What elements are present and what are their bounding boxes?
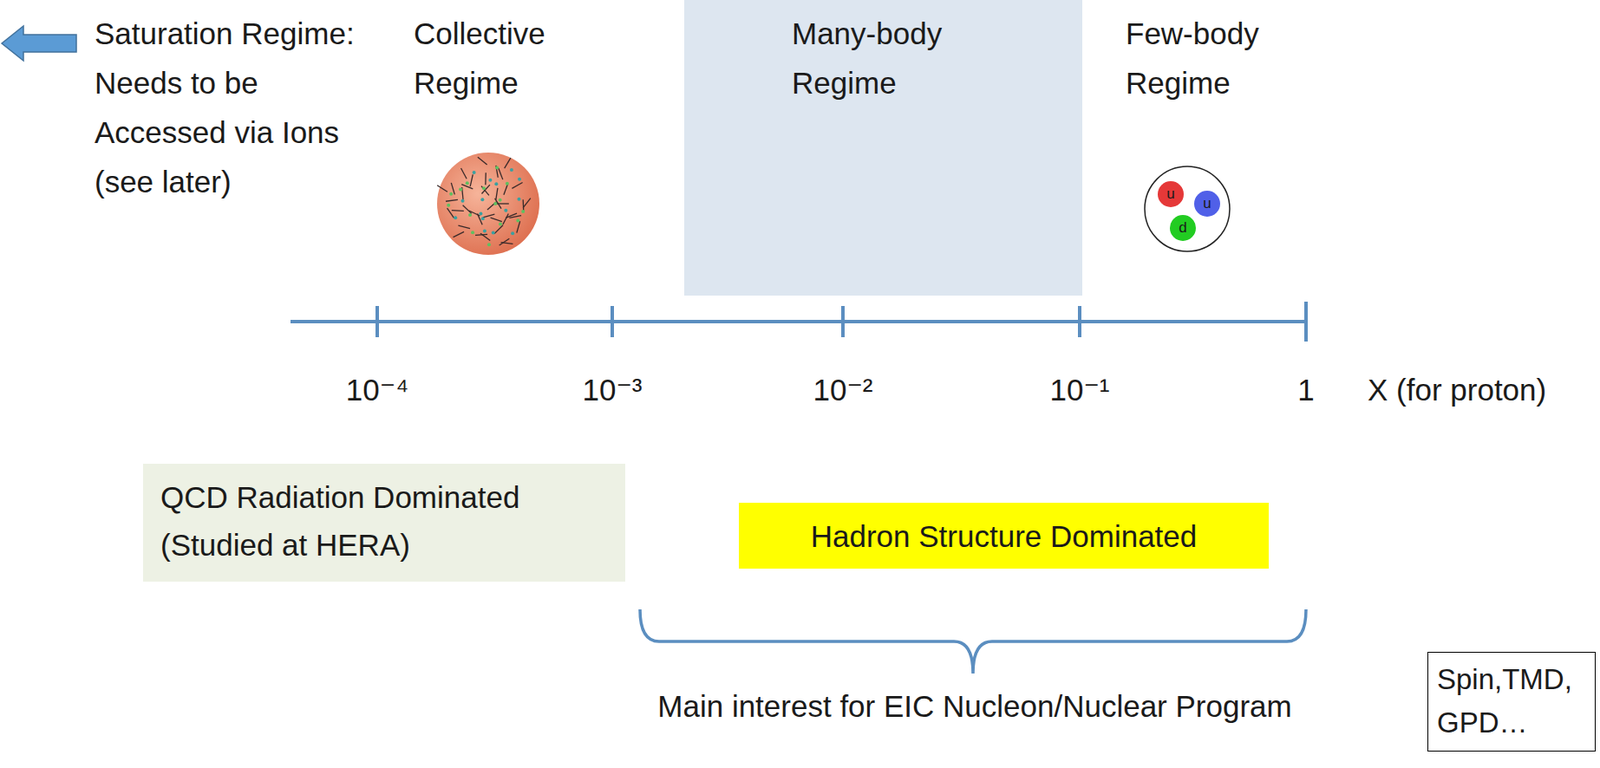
node-text: QCD Radiation Dominated (Studied at HERA… <box>160 473 543 569</box>
axis-tick-label: 10⁻¹ <box>1049 371 1110 410</box>
quark-label: u <box>1166 185 1175 203</box>
qcd-radiation-box: QCD Radiation Dominated (Studied at HERA… <box>143 463 626 582</box>
hadron-structure-box: Hadron Structure Dominated <box>738 502 1269 569</box>
regime-label: Collective Regime <box>413 8 588 108</box>
left-arrow <box>1 26 77 61</box>
regime-band: Many-body Regime <box>684 0 1083 296</box>
collective-icon <box>437 152 540 255</box>
axis-tick-label: 10⁻³ <box>581 371 642 410</box>
saturation-note: Saturation Regime: Needs to be Accessed … <box>94 8 381 207</box>
x-axis <box>290 301 1307 342</box>
node-text: Spin,TMD, GPD… <box>1436 658 1585 745</box>
quark-label: u <box>1202 195 1211 213</box>
few-body-icon <box>1144 166 1230 252</box>
node-text: Many-body Regime <box>791 8 983 108</box>
node-text: Hadron Structure Dominated <box>810 511 1198 562</box>
quark-label: d <box>1178 219 1187 237</box>
axis-tick-label: 10⁻⁴ <box>346 371 409 410</box>
curly-brace <box>640 609 1307 674</box>
axis-tick-label: 1 <box>1297 371 1314 410</box>
axis-tick-label: 10⁻² <box>812 371 873 410</box>
topics-box: Spin,TMD, GPD… <box>1427 652 1596 752</box>
axis-title: X (for proton) <box>1367 371 1547 410</box>
regime-label: Few-body Regime <box>1125 8 1300 108</box>
program-note: Main interest for EIC Nucleon/Nuclear Pr… <box>657 687 1292 726</box>
